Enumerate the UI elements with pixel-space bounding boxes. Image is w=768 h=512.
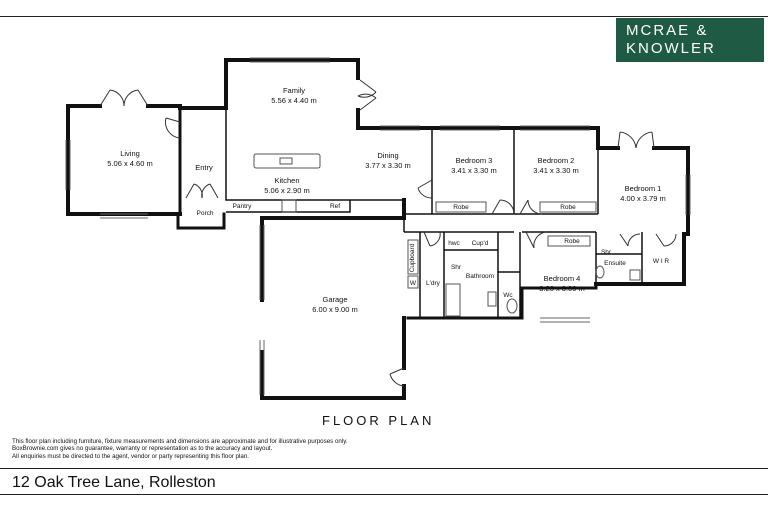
- label-wc: Wc: [503, 292, 513, 299]
- room-name-garage: Garage: [322, 295, 347, 304]
- room-dims-bedroom4: 3.20 x 3.00 m: [539, 284, 584, 293]
- disclaimer: This floor plan including furniture, fix…: [12, 438, 432, 460]
- room-dims-family: 5.56 x 4.40 m: [271, 96, 316, 105]
- room-name-dining: Dining: [377, 151, 398, 160]
- room-name-bedroom2: Bedroom 2: [538, 156, 575, 165]
- robe-box-4: [547, 235, 591, 247]
- vanity-icon: [487, 291, 497, 307]
- label-porch: Porch: [197, 210, 214, 217]
- room-name-entry: Entry: [195, 163, 213, 172]
- label-wir: W I R: [653, 258, 670, 265]
- robe-box-2: [539, 201, 597, 213]
- room-dims-bedroom3: 3.41 x 3.30 m: [451, 166, 496, 175]
- room-dims-bedroom2: 3.41 x 3.30 m: [533, 166, 578, 175]
- room-dims-garage: 6.00 x 9.00 m: [312, 305, 357, 314]
- logo-line-2: KNOWLER: [626, 40, 716, 57]
- address-rule: [0, 468, 768, 469]
- label-robe-bedroom4: Robe: [564, 238, 580, 245]
- sink-icon: [279, 157, 293, 165]
- disclaimer-line-1: This floor plan including furniture, fix…: [12, 438, 348, 445]
- label-pantry: Pantry: [233, 203, 253, 210]
- room-name-bedroom4: Bedroom 4: [544, 274, 581, 283]
- plan-title: FLOOR PLAN: [322, 413, 435, 428]
- label-robe-bedroom2: Robe: [560, 204, 576, 211]
- room-labels: Living 5.06 x 4.60 m Family 5.56 x 4.40 …: [107, 86, 665, 314]
- cupboard-box: [407, 239, 419, 275]
- label-washer: W: [410, 280, 417, 287]
- room-dims-dining: 3.77 x 3.30 m: [365, 161, 410, 170]
- room-name-bedroom3: Bedroom 3: [456, 156, 493, 165]
- room-dims-kitchen: 5.06 x 2.90 m: [264, 186, 309, 195]
- label-hwc: hwc: [448, 240, 460, 247]
- interior-walls: [225, 108, 643, 318]
- toilet-icon: [506, 298, 518, 314]
- label-cupboard: Cupboard: [409, 243, 416, 272]
- property-address: 12 Oak Tree Lane, Rolleston: [12, 474, 216, 491]
- ensuite-basin-icon: [629, 269, 641, 281]
- room-dims-bedroom1: 4.00 x 3.79 m: [620, 194, 665, 203]
- robe-box-3: [435, 201, 487, 213]
- room-name-living: Living: [120, 149, 140, 158]
- label-bathroom: Bathroom: [466, 273, 494, 280]
- cooktop-icon: [281, 199, 297, 213]
- exterior-walls: [66, 58, 690, 400]
- doors: [99, 79, 677, 387]
- label-shower-bathroom: Shr: [451, 264, 462, 271]
- label-ensuite: Ensuite: [604, 260, 626, 267]
- room-name-family: Family: [283, 86, 305, 95]
- label-ref: Ref: [330, 203, 340, 210]
- label-shower-ensuite: Shr: [601, 249, 612, 256]
- kitchen-island: [253, 153, 321, 169]
- logo-line-1: MCRAE &: [626, 22, 709, 39]
- bathtub-icon: [445, 283, 461, 317]
- agency-logo: MCRAE & KNOWLER: [616, 18, 764, 62]
- washer-icon: [407, 275, 419, 289]
- windows: [65, 57, 691, 395]
- disclaimer-line-3: All enquiries must be directed to the ag…: [12, 452, 249, 460]
- top-rule: [0, 16, 768, 17]
- label-robe-bedroom3: Robe: [453, 204, 469, 211]
- room-name-bedroom1: Bedroom 1: [625, 184, 662, 193]
- room-name-kitchen: Kitchen: [274, 176, 299, 185]
- room-dims-living: 5.06 x 4.60 m: [107, 159, 152, 168]
- ensuite-toilet-icon: [595, 265, 605, 279]
- label-cupd: Cup'd: [472, 240, 489, 247]
- fixture-labels: Porch Pantry Ref Robe Robe Robe Cupboard…: [197, 203, 670, 299]
- fixtures: [253, 153, 641, 317]
- disclaimer-line-2: BoxBrownie.com gives no guarantee, warra…: [12, 445, 273, 453]
- bottom-rule: [0, 494, 768, 495]
- label-laundry: L'dry: [426, 280, 441, 287]
